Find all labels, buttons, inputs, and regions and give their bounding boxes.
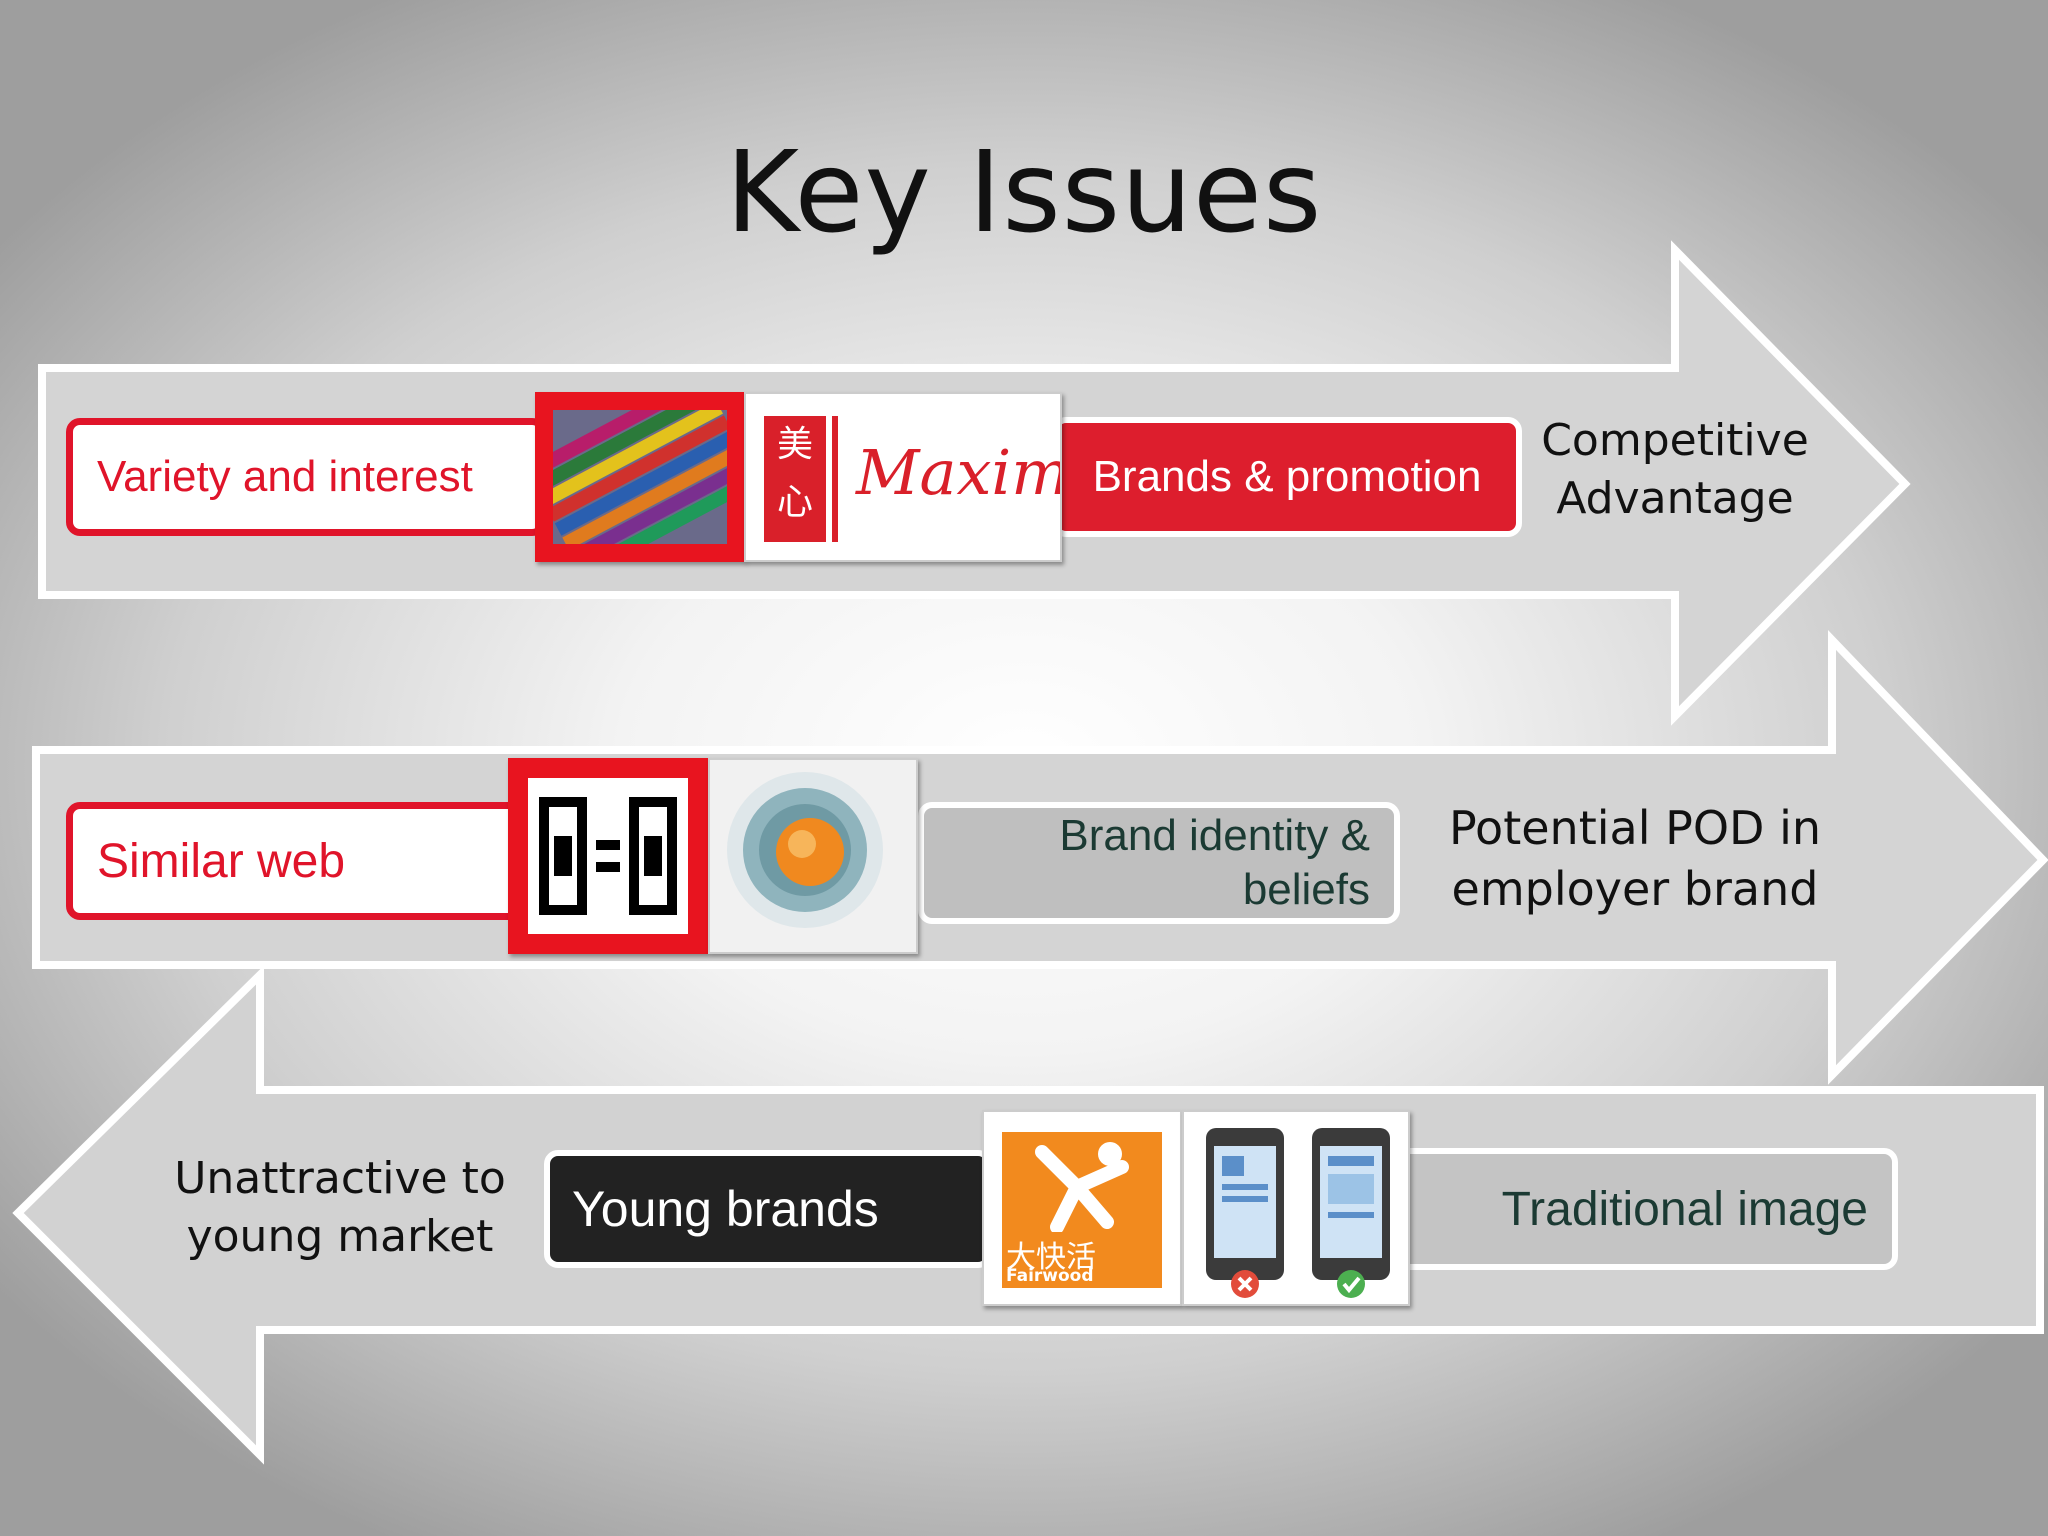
fairwood-figure-icon bbox=[1035, 1142, 1129, 1232]
maxims-logo-cjk-block: 美心 bbox=[764, 416, 826, 542]
variety-and-interest-label: Variety and interest bbox=[66, 418, 546, 536]
core-values-diagram bbox=[727, 772, 883, 928]
traditional-image-label: Traditional image bbox=[1396, 1148, 1898, 1270]
competitive-advantage-text: Competitive Advantage bbox=[1541, 415, 1809, 525]
brands-promotion-label: Brands & promotion bbox=[1052, 417, 1522, 537]
maxims-logo-text: Maxim's bbox=[856, 436, 1060, 509]
similar-web-label: Similar web bbox=[66, 802, 526, 920]
page-title: Key Issues bbox=[725, 128, 1323, 258]
potential-pod-text: Potential POD in employer brand bbox=[1448, 801, 1822, 916]
crayons-icon bbox=[535, 392, 745, 562]
core-values-icon bbox=[708, 758, 918, 954]
young-brands-label: Young brands bbox=[544, 1150, 992, 1268]
brand-identity-beliefs-label: Brand identity &beliefs bbox=[918, 802, 1400, 924]
mobile-compare-icon bbox=[1182, 1110, 1410, 1306]
equal-web-icon bbox=[508, 758, 708, 954]
unattractive-young-market-text: Unattractive to young market bbox=[174, 1153, 506, 1263]
maxims-logo: 美心 Maxim's bbox=[744, 392, 1062, 562]
fairwood-logo-text: Fairwood bbox=[1006, 1266, 1094, 1286]
crayons-image bbox=[535, 392, 745, 562]
fairwood-logo-cjk: 大快活 bbox=[1006, 1240, 1096, 1275]
fairwood-logo: 大快活 Fairwood bbox=[982, 1110, 1182, 1306]
two-phones-icon bbox=[1206, 1128, 1390, 1298]
page-equals-page-icon bbox=[539, 797, 677, 915]
maxims-logo-bar bbox=[832, 416, 838, 542]
